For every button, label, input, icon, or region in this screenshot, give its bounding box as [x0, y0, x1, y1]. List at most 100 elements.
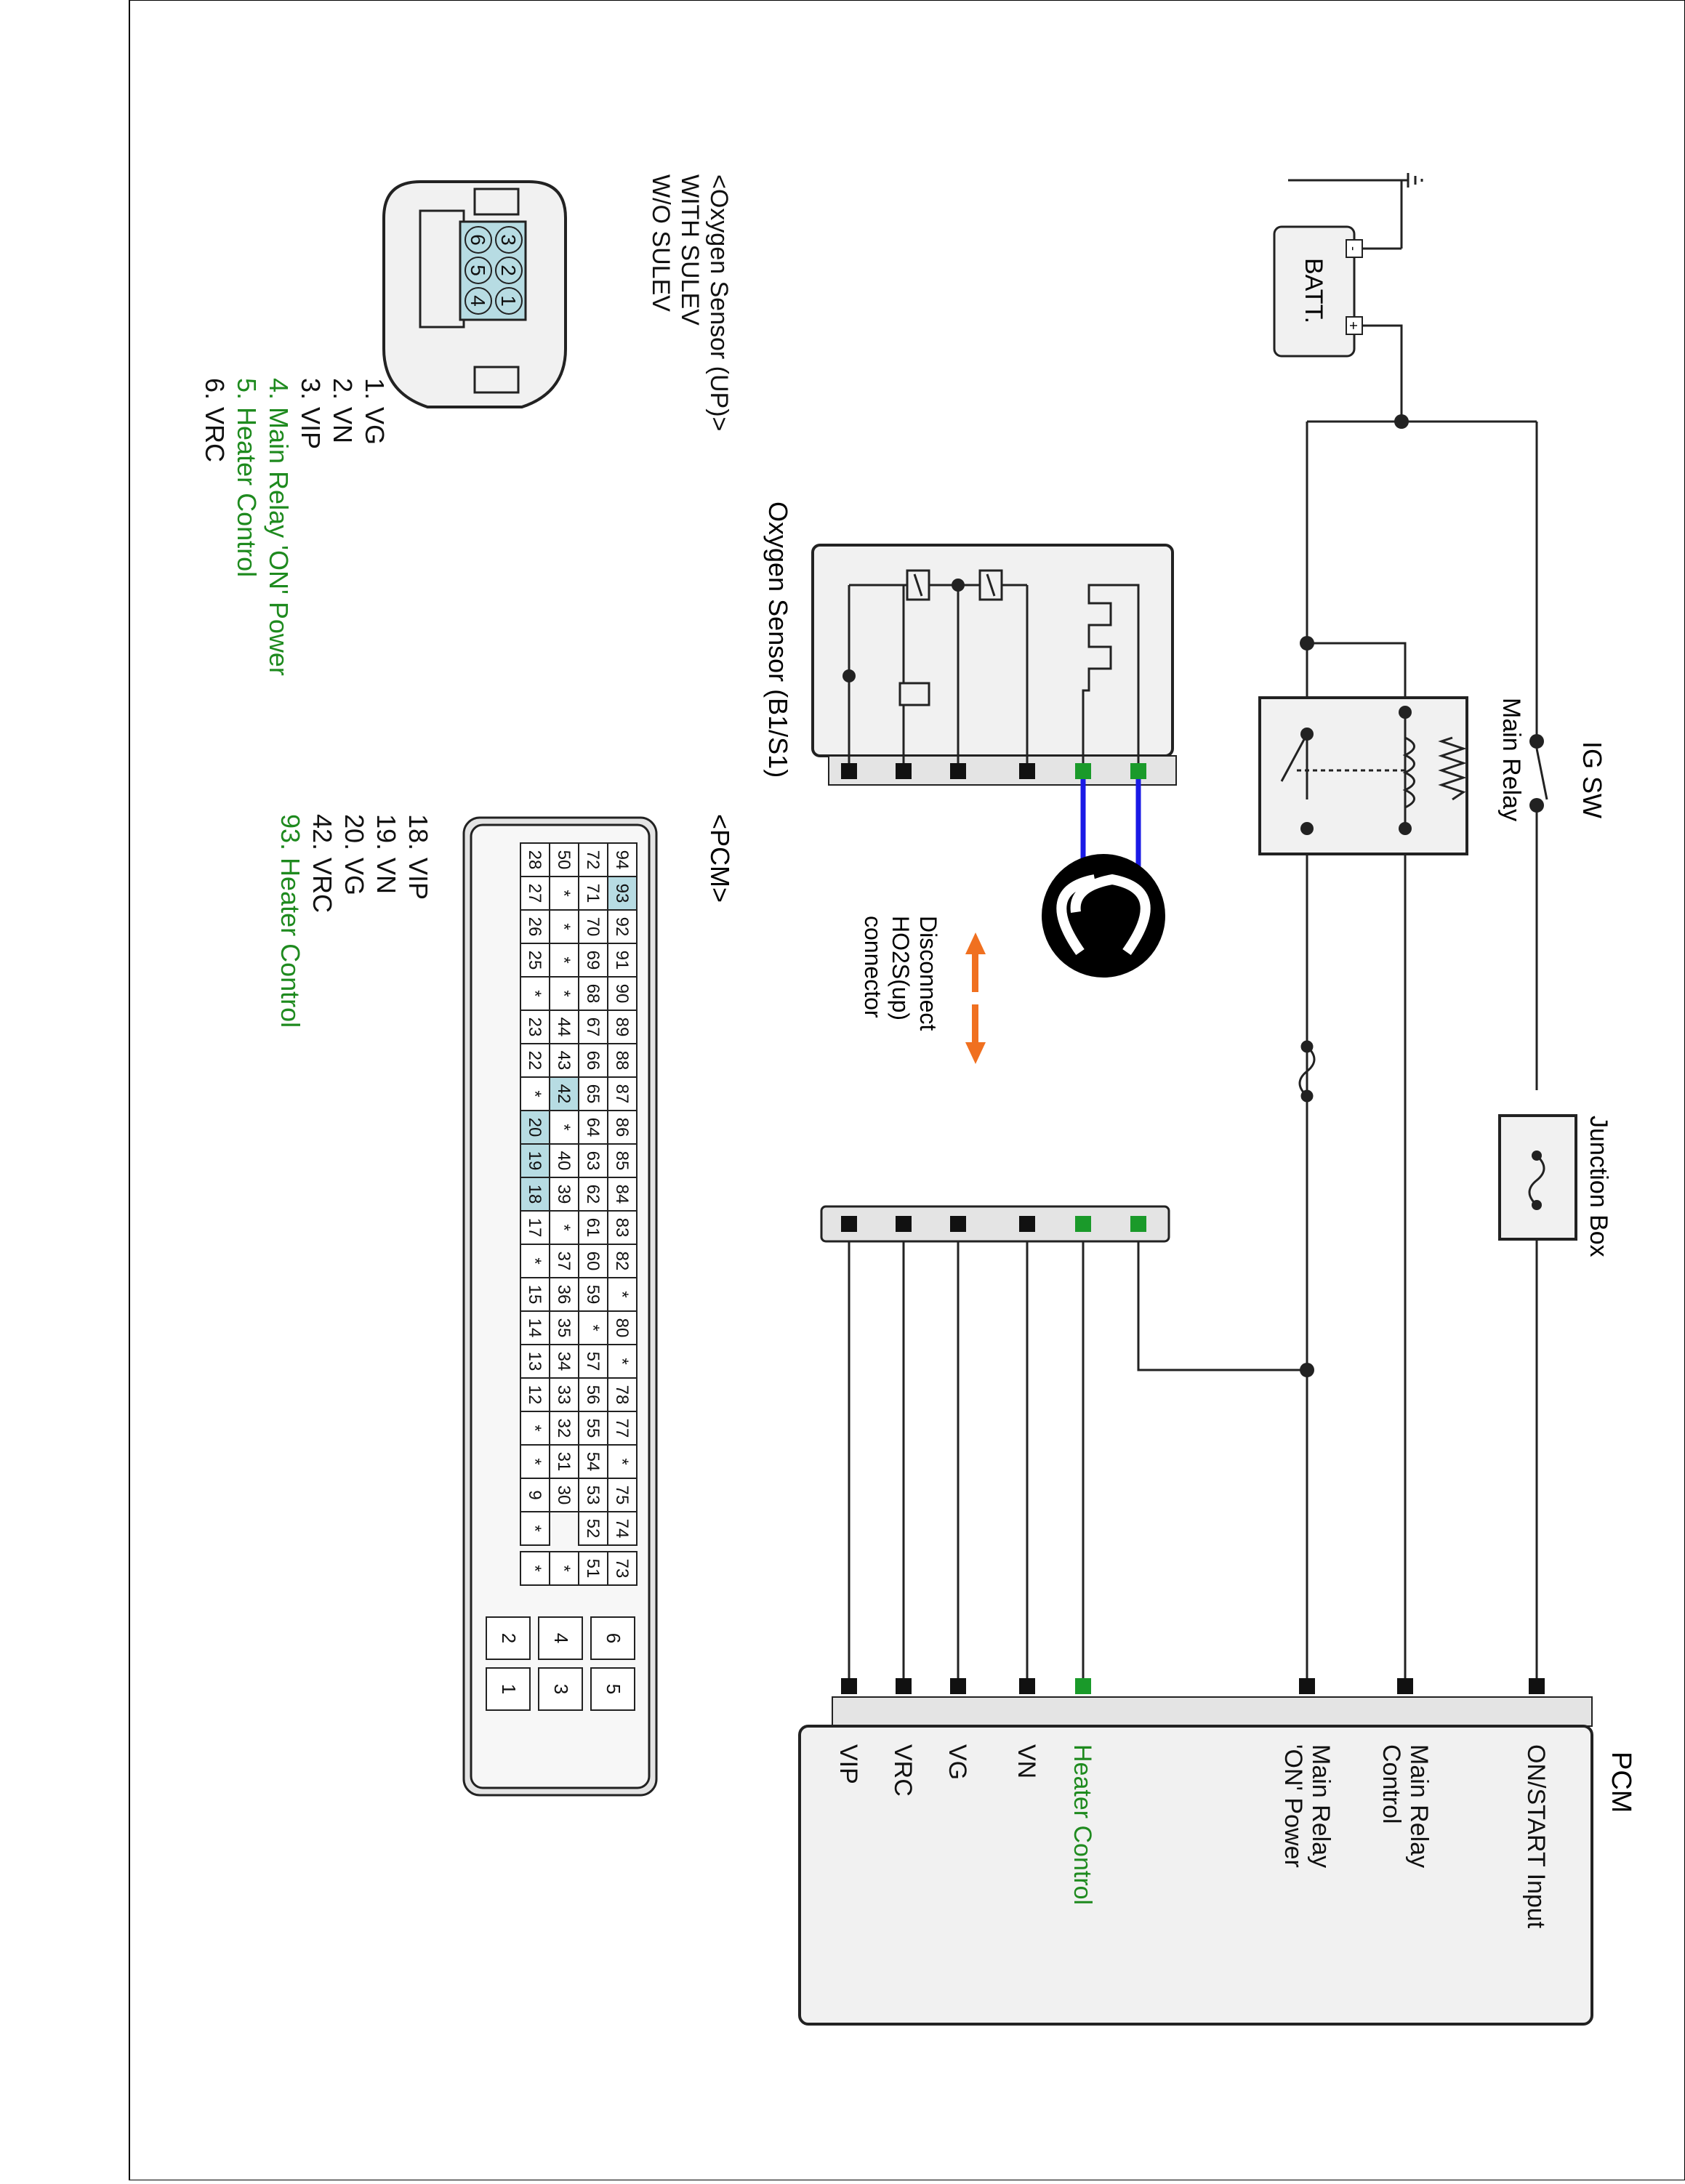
pcm-pin-cell — [538, 1667, 583, 1711]
pcm-terminal-label: VIP — [835, 1744, 862, 1784]
o2-connector-title-line: W/O SULEV — [647, 174, 675, 312]
pcm-pin-list-item: 42. VRC — [307, 814, 337, 913]
pcm-pin-cell — [486, 1667, 531, 1711]
battery-label: BATT. — [1300, 258, 1327, 323]
pcm-pin-number: 5 — [603, 1684, 624, 1694]
pcm-pin-number: 56 — [583, 1385, 603, 1405]
o2-pin — [465, 287, 492, 315]
pcm-pin-cell — [486, 1616, 531, 1660]
pcm-pin-number: * — [525, 1425, 544, 1431]
pcm-pin-number: 67 — [583, 1018, 603, 1037]
pcm-pin-number: * — [525, 1090, 544, 1097]
pcm-pin-cell — [578, 1511, 608, 1546]
ig-sw-label: IG SW — [1577, 741, 1607, 818]
pcm-pin-number: * — [525, 1525, 544, 1531]
battery: - + BATT. — [1273, 225, 1363, 358]
pcm-pin-list-item: 19. VN — [371, 814, 401, 894]
pcm-pin-number: * — [612, 1458, 632, 1464]
pcm-pin-number: 78 — [612, 1385, 632, 1405]
pcm-pin-number: 43 — [554, 1051, 574, 1071]
pcm-pin-number: 35 — [554, 1318, 574, 1338]
pcm-terminal-label: Main RelayControl — [1378, 1744, 1433, 1868]
pcm-pin-number: 30 — [554, 1486, 574, 1505]
power-wiring — [848, 422, 1548, 1686]
o2-pin-list-item: 3. VIP — [296, 378, 326, 449]
pcm-pin-number: 82 — [612, 1252, 632, 1271]
pcm-pin-number: 40 — [554, 1151, 574, 1171]
pcm-pin-number: 72 — [583, 850, 603, 870]
pcm-pin-number: 26 — [525, 917, 544, 937]
pcm-pin-number: 60 — [583, 1252, 603, 1271]
pcm-pin-number: 84 — [612, 1185, 632, 1204]
pcm-pin-number: 4 — [550, 1633, 572, 1643]
pcm-pin-number: 13 — [525, 1352, 544, 1371]
pcm-pin-number: 19 — [525, 1151, 544, 1171]
pcm-pin-number: 87 — [612, 1084, 632, 1104]
battery-plus-label: + — [1345, 321, 1361, 330]
pcm-pin-number: 57 — [583, 1352, 603, 1371]
o2-pin-number: 4 — [467, 295, 489, 307]
o2-pin — [495, 257, 523, 284]
junction-box-label: Junction Box — [1585, 1116, 1612, 1257]
pcm-pin-number: 28 — [525, 850, 544, 870]
pcm-pin-number: 2 — [498, 1633, 520, 1643]
mid-connector — [820, 1205, 1170, 1243]
junction-box: Junction Box — [1498, 1114, 1612, 1257]
pcm-pin-cell — [590, 1667, 635, 1711]
pcm-pin-number: 27 — [525, 884, 544, 903]
pcm-pin-list-item: 93. Heater Control — [276, 814, 305, 1028]
pcm-pin-cell — [520, 1551, 550, 1586]
pcm-pin-number: 15 — [525, 1285, 544, 1305]
pcm-pin-number: 39 — [554, 1185, 574, 1204]
pcm-pin-number: 50 — [554, 850, 574, 870]
pcm-pin-number: 25 — [525, 951, 544, 970]
pcm-pin-number: 68 — [583, 984, 603, 1004]
pcm-pin-number: * — [554, 923, 574, 930]
pcm-pin-number: 34 — [554, 1352, 574, 1371]
pcm-pin-number: 37 — [554, 1252, 574, 1271]
pcm-pin-number: 63 — [583, 1151, 603, 1171]
pcm-pin-number: 6 — [603, 1633, 624, 1643]
pcm-pin-number: 1 — [498, 1684, 520, 1694]
junction-dots — [1300, 414, 1409, 1377]
oxygen-sensor-pins — [841, 763, 1146, 779]
o2-pin-list-item: 5. Heater Control — [232, 378, 262, 577]
pcm-pin-cell — [538, 1616, 583, 1660]
pcm-label: PCM — [1606, 1752, 1636, 1813]
pcm-pin-number: 64 — [583, 1118, 603, 1137]
pcm-pin-list-item: 18. VIP — [403, 814, 433, 900]
pcm-terminal-label: ON/START Input — [1522, 1744, 1550, 1929]
pcm-pin-number: 66 — [583, 1051, 603, 1071]
pcm-pin-number: * — [525, 1458, 544, 1464]
pcm-pin-number: * — [525, 1257, 544, 1264]
pcm-pin-number: 90 — [612, 984, 632, 1004]
o2-pin-list-item: 2. VN — [328, 378, 358, 443]
disconnect-icon — [1042, 854, 1165, 978]
o2-pin-list-item: 6. VRC — [200, 378, 230, 462]
pcm-pin-number: * — [525, 990, 544, 996]
pcm-pin-number: 86 — [612, 1118, 632, 1137]
disconnect-label: Disconnect HO2S(up) connector — [860, 916, 941, 1037]
pcm-pin-number: 61 — [583, 1218, 603, 1238]
pcm-connector-title: <PCM> — [705, 814, 735, 903]
pcm-pin-number: 94 — [612, 850, 632, 870]
pcm-pin-number: 71 — [583, 884, 603, 903]
pcm-pin-number: * — [554, 1224, 574, 1230]
pcm-pin-number: 65 — [583, 1084, 603, 1104]
pcm-pin-number: * — [612, 1358, 632, 1364]
pcm-pin-number: 92 — [612, 917, 632, 937]
o2-connector-title-line: WITH SULEV — [676, 174, 704, 326]
pcm-pin-number: 80 — [612, 1318, 632, 1338]
pcm-pin-number: 75 — [612, 1486, 632, 1505]
pcm-pin-number: 77 — [612, 1419, 632, 1438]
o2-pin — [465, 257, 492, 284]
o2-pin — [465, 226, 492, 254]
o2-pin — [495, 287, 523, 315]
pcm-pin-number: 44 — [554, 1018, 574, 1037]
pcm-pin-number: 31 — [554, 1452, 574, 1472]
